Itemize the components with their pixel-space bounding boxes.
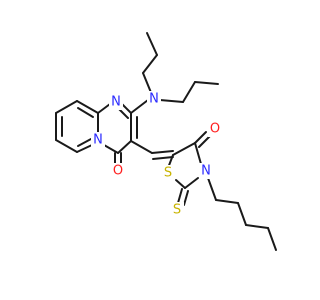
atom-o-thiazolidinone: O xyxy=(210,122,220,137)
bond xyxy=(183,190,189,206)
bond xyxy=(215,199,239,204)
bonds xyxy=(55,32,277,251)
atom-n-amine: N xyxy=(149,92,159,107)
bond xyxy=(130,99,149,114)
bond xyxy=(267,227,277,251)
bond xyxy=(55,100,78,114)
bond xyxy=(237,202,247,226)
bond xyxy=(177,188,183,204)
bond xyxy=(152,156,174,160)
bond xyxy=(172,142,196,156)
bond xyxy=(142,54,158,74)
bond xyxy=(194,142,202,165)
bond xyxy=(55,139,78,153)
molecule-diagram: N N N O O S S N xyxy=(55,32,277,251)
atom-labels: N N N O O S S N xyxy=(91,91,222,218)
bond xyxy=(117,140,132,154)
bond xyxy=(103,144,119,154)
atom-s-ring: S xyxy=(164,166,172,181)
bond xyxy=(121,103,132,114)
bond xyxy=(77,107,94,118)
bond xyxy=(175,179,186,189)
atom-s-thione: S xyxy=(173,203,181,218)
bond xyxy=(207,177,217,201)
bond xyxy=(184,177,199,189)
bond xyxy=(182,81,196,103)
bond xyxy=(76,100,99,114)
bond xyxy=(130,140,153,154)
atom-n-thiazolidinone: N xyxy=(201,164,211,179)
bond xyxy=(146,32,158,56)
atom-n-ring-upper: N xyxy=(111,95,121,110)
bond xyxy=(198,135,211,148)
atom-o-pyrimidinone: O xyxy=(113,164,123,179)
bond xyxy=(194,131,207,144)
atom-n-ring-bridge: N xyxy=(93,133,103,148)
bond xyxy=(77,138,92,147)
bond xyxy=(151,150,174,154)
bond xyxy=(245,224,269,229)
bond xyxy=(194,81,219,85)
bond xyxy=(159,99,184,103)
bond xyxy=(97,103,111,114)
bond xyxy=(76,144,93,153)
bond xyxy=(118,108,129,119)
